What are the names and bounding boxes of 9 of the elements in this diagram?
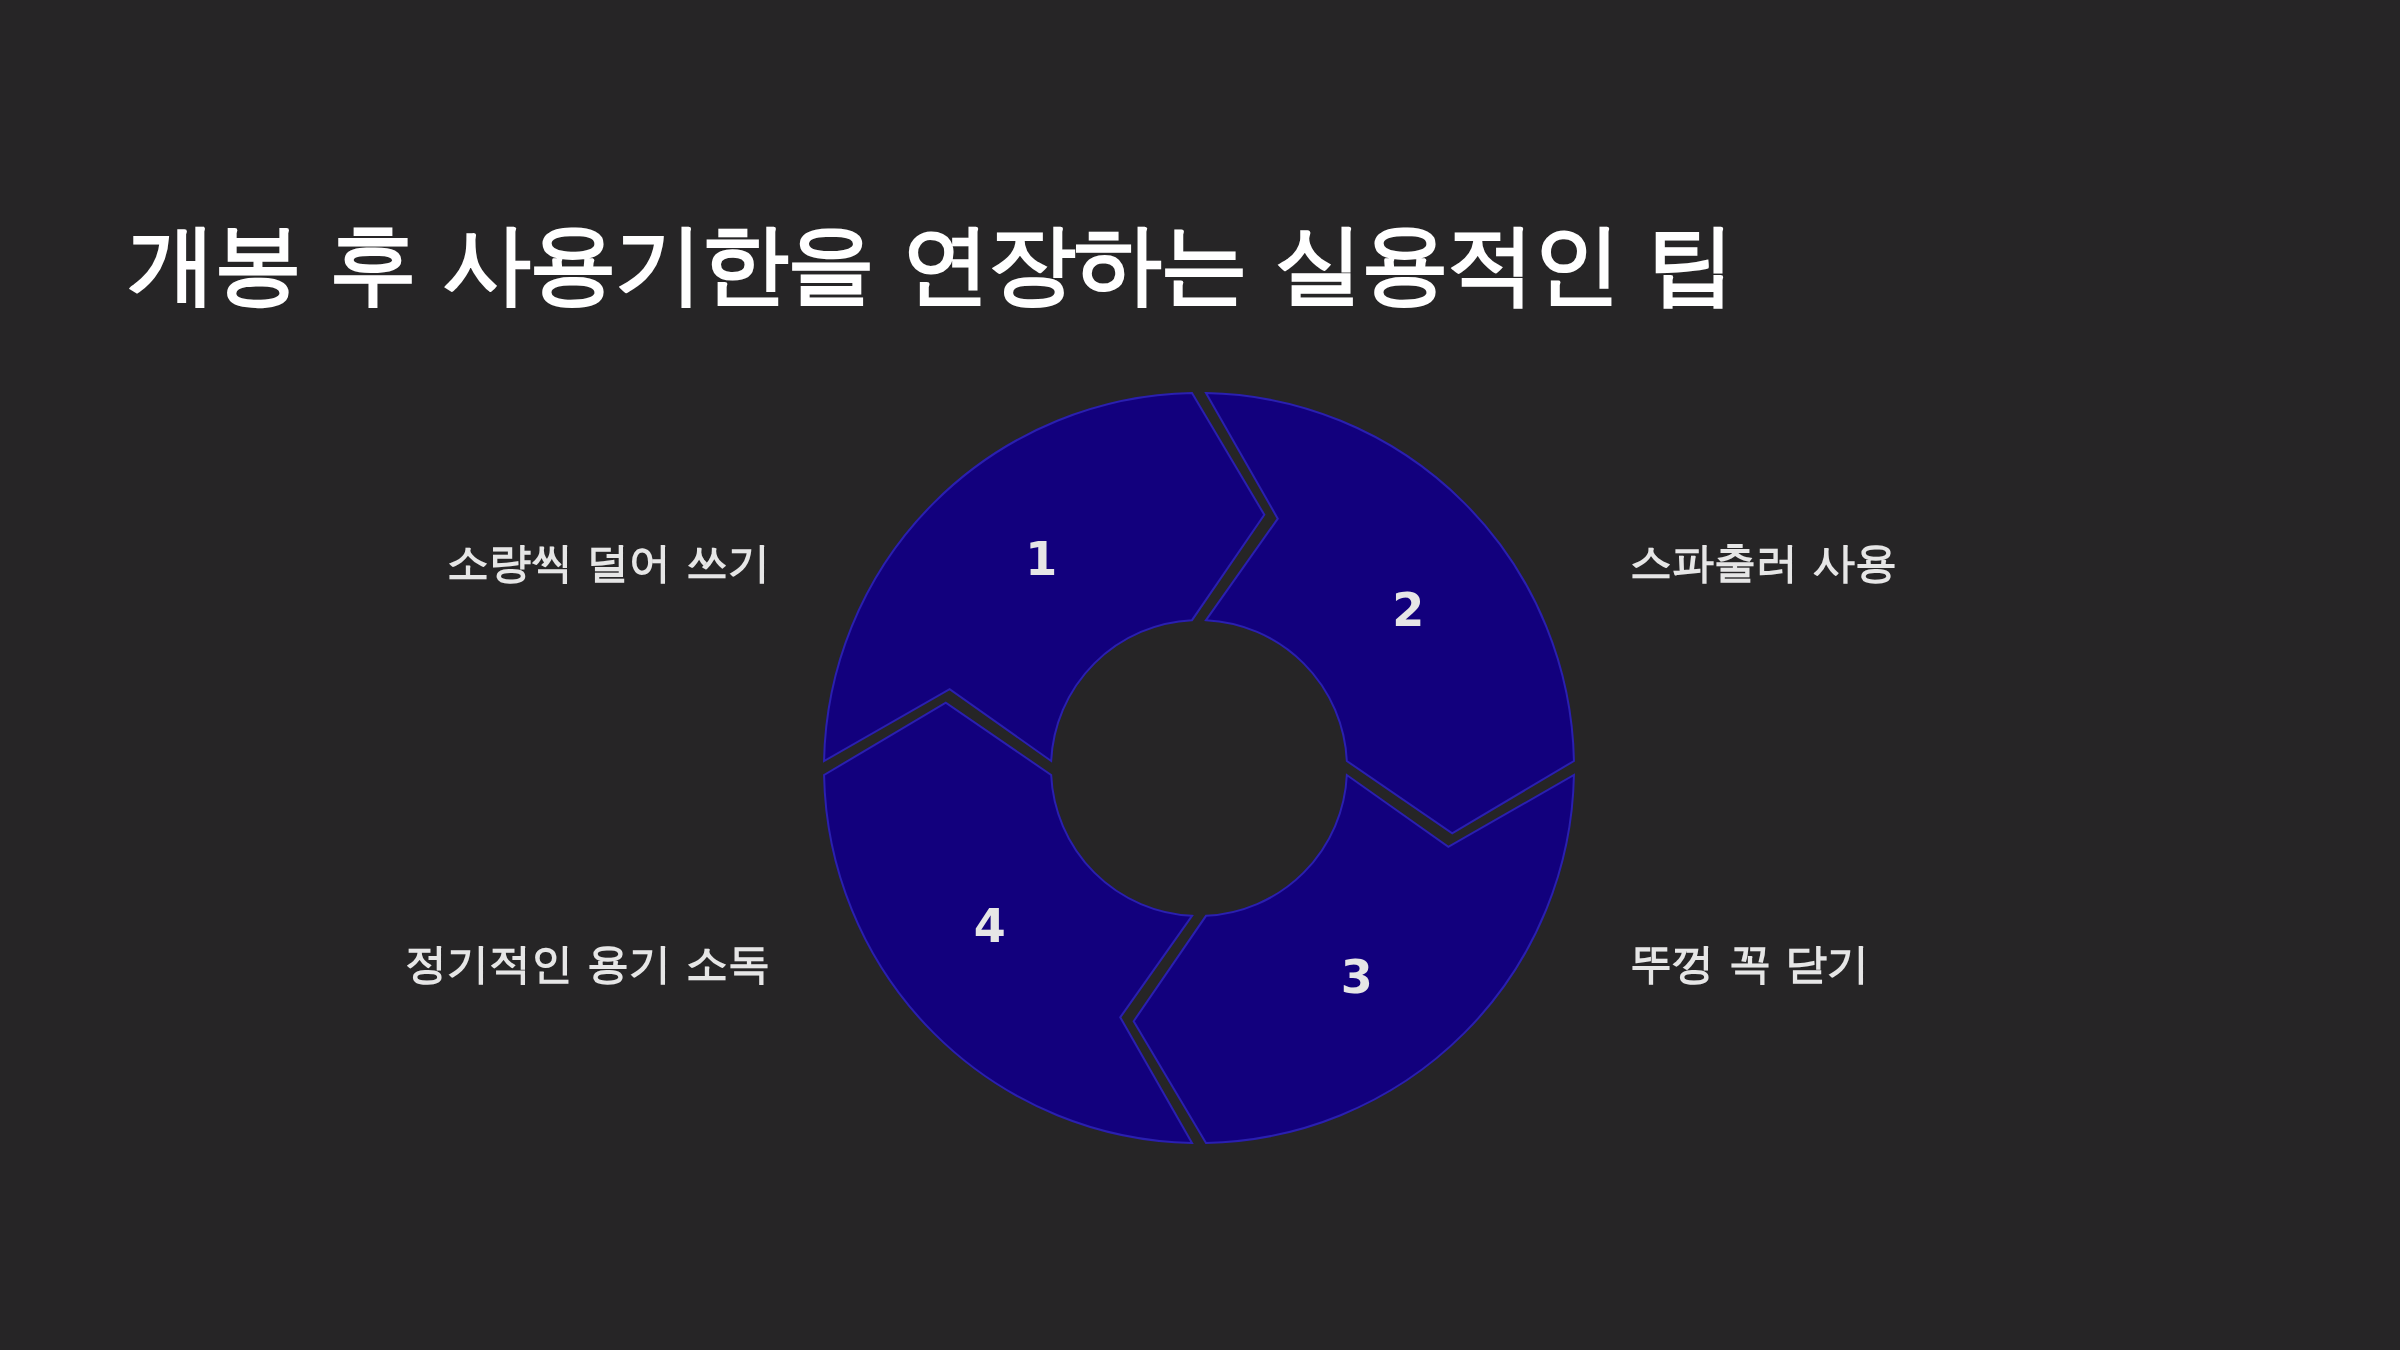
step-label: 소량씩 덜어 쓰기 [446, 537, 770, 589]
step-label: 정기적인 용기 소독 [404, 938, 770, 990]
step-number: 3 [1340, 950, 1373, 1005]
title: 개봉 후 사용기한을 연장하는 실용적인 팁 [128, 211, 1734, 317]
step-label: 뚜껑 꼭 닫기 [1630, 938, 1870, 990]
step-number: 1 [1025, 531, 1058, 586]
step-label: 스파출러 사용 [1630, 537, 1897, 589]
step-number: 2 [1392, 583, 1425, 638]
step-number: 4 [973, 898, 1006, 953]
